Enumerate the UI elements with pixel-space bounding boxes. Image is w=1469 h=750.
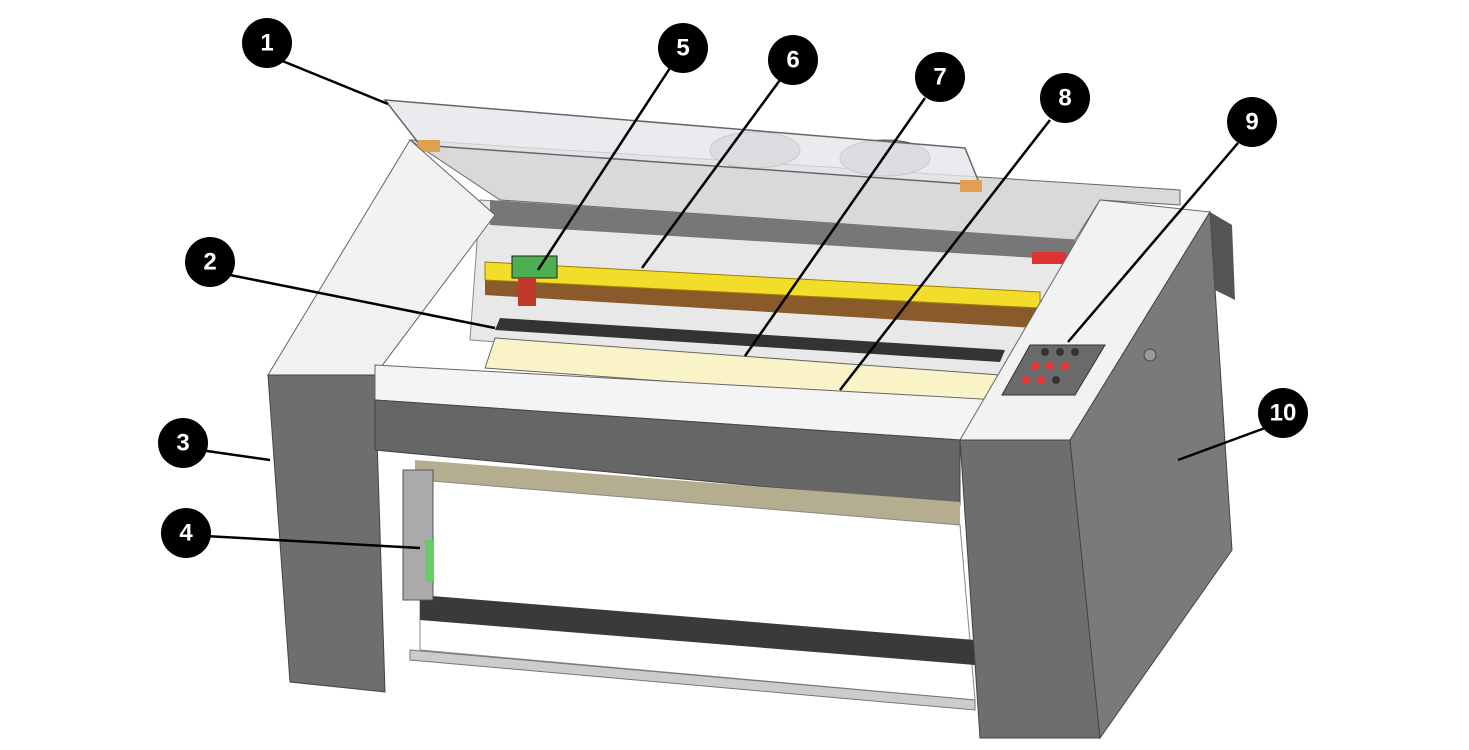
leader-10 xyxy=(1177,426,1266,462)
honeycomb-strip xyxy=(495,318,1005,362)
leader-3 xyxy=(199,448,271,462)
gantry-brown xyxy=(485,275,1040,328)
leader-7 xyxy=(743,97,927,357)
leader-2 xyxy=(229,273,496,330)
leader-5 xyxy=(536,67,672,271)
left-pillar-top xyxy=(267,139,496,376)
callout-2: 2 xyxy=(185,237,235,287)
callout-7: 7 xyxy=(915,52,965,102)
machine-illustration xyxy=(267,99,1235,740)
leader-8 xyxy=(839,119,1051,391)
right-pillar-side xyxy=(1069,210,1233,740)
lid-hinge-left xyxy=(418,140,440,152)
callout-8: 8 xyxy=(1040,73,1090,123)
callout-10: 10 xyxy=(1258,388,1308,438)
lid-hinge-right xyxy=(960,180,982,192)
leader-6 xyxy=(640,79,782,269)
svg-text:9: 9 xyxy=(1245,109,1258,136)
front-shade xyxy=(415,460,960,525)
leader-4 xyxy=(204,534,421,550)
svg-text:2: 2 xyxy=(203,249,216,276)
svg-text:8: 8 xyxy=(1058,85,1071,112)
leader-1 xyxy=(279,58,389,106)
callout-6: 6 xyxy=(768,35,818,85)
svg-text:7: 7 xyxy=(933,64,946,91)
callout-9: 9 xyxy=(1227,97,1277,147)
leader-9 xyxy=(1067,142,1239,343)
callout-5: 5 xyxy=(658,23,708,73)
callout-4: 4 xyxy=(161,508,211,558)
side-knob xyxy=(1143,348,1157,362)
laser-head xyxy=(511,255,558,279)
leader-lines xyxy=(199,58,1266,550)
svg-text:5: 5 xyxy=(676,35,689,62)
svg-text:10: 10 xyxy=(1270,400,1297,427)
control-panel-buttons xyxy=(1022,348,1079,384)
right-back-block xyxy=(1210,212,1235,300)
callout-3: 3 xyxy=(158,418,208,468)
svg-text:3: 3 xyxy=(176,430,189,457)
rear-red-part xyxy=(1032,252,1066,264)
bottom-rail xyxy=(420,595,975,665)
laser-head-red xyxy=(518,278,536,306)
callout-1: 1 xyxy=(242,18,292,68)
svg-text:6: 6 xyxy=(786,47,799,74)
interior-back-wall xyxy=(490,200,1075,260)
svg-text:4: 4 xyxy=(179,520,193,547)
left-pillar-front xyxy=(267,374,386,693)
svg-text:1: 1 xyxy=(260,30,273,57)
bottom-plate xyxy=(409,649,976,711)
green-board xyxy=(425,540,434,582)
